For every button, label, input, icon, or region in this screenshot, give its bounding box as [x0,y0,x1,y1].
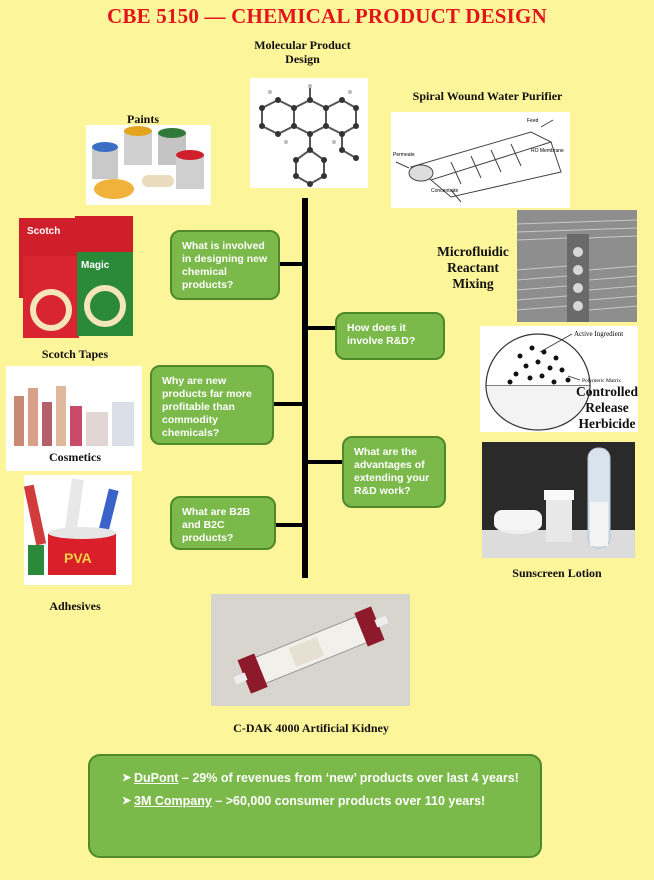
question-b2b-b2c: What are B2B and B2C products? [170,496,276,550]
purifier-brine-label: Concentrate [431,188,458,194]
caption-cosmetics: Cosmetics [49,450,101,464]
water-purifier-image: Feed RO Membrane Permeate Concentrate [391,112,570,208]
microfluidic-image [517,210,637,322]
cosmetics-image [6,366,142,471]
caption-sunscreen: Sunscreen Lotion [512,566,602,580]
caption-paints: Paints [126,112,159,126]
fact-text: – >60,000 consumer products over 110 yea… [211,794,486,808]
purifier-permeate-label: Permeate [393,152,415,158]
tape-brand-label: Scotch [27,226,60,237]
branch-left-3 [276,523,304,527]
branch-left-2 [274,402,304,406]
purifier-feed-label: Feed [527,118,539,124]
purifier-membrane-label: RO Membrane [531,148,564,154]
sunscreen-image [482,442,635,558]
molecule-image [250,78,368,188]
adhesive-pva-label: PVA [64,550,92,566]
scotch-tapes-image: Scotch Magic [15,212,137,342]
facts-box: ➤ DuPont – 29% of revenues from ‘new’ pr… [88,754,542,858]
fact-company: 3M Company [134,794,212,808]
fact-company: DuPont [134,771,179,785]
arrow-bullet-icon: ➤ [122,772,132,784]
question-designing-products: What is involved in designing new chemic… [170,230,280,300]
caption-adhesives: Adhesives [49,599,101,613]
tree-spine [302,198,308,578]
paints-image [86,125,211,205]
caption-kidney: C-DAK 4000 Artificial Kidney [233,721,389,735]
question-rd-advantages: What are the advantages of extending you… [342,436,446,508]
branch-right-1 [306,326,336,330]
fact-3m: ➤ 3M Company – >60,000 consumer products… [122,793,522,810]
caption-molecular: Molecular Product Design [254,38,351,66]
arrow-bullet-icon: ➤ [122,795,132,807]
fact-dupont: ➤ DuPont – 29% of revenues from ‘new’ pr… [122,770,522,787]
branch-right-2 [306,460,342,464]
kidney-image [211,594,410,706]
caption-controlled-release: Controlled Release Herbicide [575,384,638,431]
branch-left-1 [280,262,304,266]
question-profitability: Why are new products far more profitable… [150,365,274,445]
adhesives-image: PVA [24,475,132,585]
page-title: CBE 5150 — CHEMICAL PRODUCT DESIGN [107,4,547,28]
herbicide-active-label: Active Ingredient [574,330,623,338]
herbicide-image: Active Ingredient Polymeric Matrix [480,326,638,432]
tape-magic-label: Magic [81,260,110,271]
question-rd-involvement: How does it involve R&D? [335,312,445,360]
caption-water-purifier: Spiral Wound Water Purifier [412,89,563,103]
herbicide-matrix-label: Polymeric Matrix [582,378,621,384]
caption-scotch: Scotch Tapes [41,347,109,361]
fact-text: – 29% of revenues from ‘new’ products ov… [178,771,519,785]
caption-microfluidic: Microfluidic Reactant Mixing [437,244,509,291]
